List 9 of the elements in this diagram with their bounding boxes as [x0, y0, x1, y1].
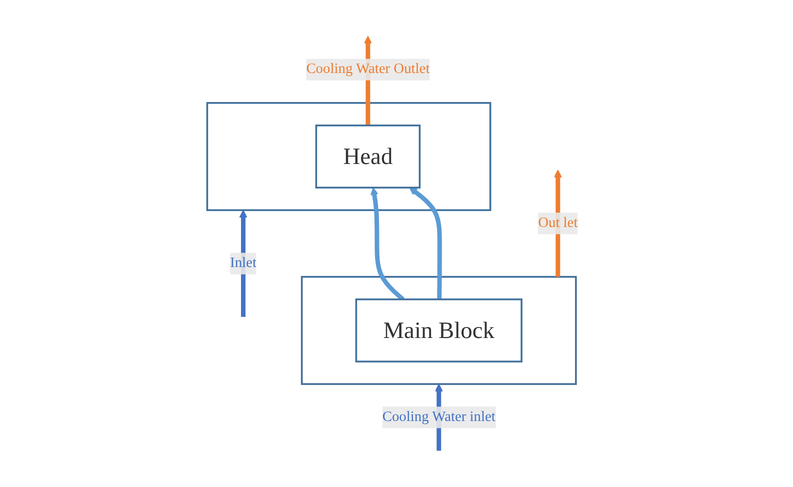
cluster	[301, 276, 578, 385]
edge-label: Inlet	[230, 255, 257, 271]
edge-label: Cooling Water inlet	[382, 409, 496, 425]
edge-label: Out let	[538, 215, 578, 231]
cluster	[206, 102, 492, 212]
node-box: Head	[316, 124, 422, 189]
edge-label: Cooling Water Outlet	[306, 61, 430, 77]
arrow	[410, 187, 442, 300]
node-box: Main Block	[356, 298, 523, 362]
